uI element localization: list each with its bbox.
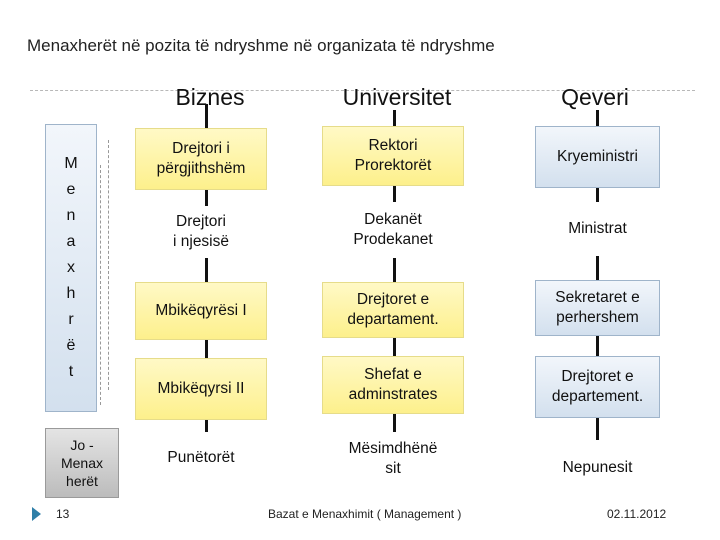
qeveri-level-3: Sekretaret e perhershem — [535, 280, 660, 336]
managers-letter: r — [68, 311, 74, 328]
connector-line — [596, 336, 599, 356]
decorative-dash — [100, 165, 101, 405]
biznes-level-5: Punëtorët — [135, 432, 267, 484]
header-divider — [30, 90, 695, 91]
column-header-biznes: Biznes — [175, 84, 245, 110]
managers-letter: t — [68, 363, 74, 380]
footer-course-title: Bazat e Menaxhimit ( Management ) — [268, 507, 462, 521]
connector-line — [205, 420, 208, 442]
column-header-qeveri: Qeveri — [561, 84, 629, 110]
qeveri-level-2: Ministrat — [535, 202, 660, 256]
universitet-level-3: Drejtoret e departament. — [322, 282, 464, 338]
biznes-level-2: Drejtori i njesisë — [135, 206, 267, 258]
managers-box: M e n a x h r ë t — [45, 124, 97, 412]
connector-line — [205, 104, 208, 130]
connector-line — [596, 256, 599, 280]
connector-line — [205, 340, 208, 358]
universitet-level-2: Dekanët Prodekanet — [322, 202, 464, 258]
page-number: 13 — [56, 507, 70, 521]
decorative-dash — [108, 140, 109, 390]
connector-line — [205, 190, 208, 206]
qeveri-level-5: Nepunesit — [535, 440, 660, 496]
qeveri-level-1: Kryeministri — [535, 126, 660, 188]
biznes-level-3: Mbikëqyrësi I — [135, 282, 267, 340]
connector-line — [393, 110, 396, 128]
slide-title: Menaxherët në pozita të ndryshme në orga… — [27, 36, 495, 55]
biznes-level-4: Mbikëqyrsi II — [135, 358, 267, 420]
universitet-level-5: Mësimdhënë sit — [322, 432, 464, 486]
connector-line — [393, 414, 396, 436]
connector-line — [596, 418, 599, 440]
managers-letter: M — [64, 155, 78, 172]
connector-line — [596, 110, 599, 126]
connector-line — [205, 257, 208, 285]
managers-letter: x — [67, 259, 75, 276]
column-header-universitet: Universitet — [342, 84, 452, 110]
non-managers-box: Jo - Menax herët — [45, 428, 119, 498]
universitet-level-4: Shefat e adminstrates — [322, 356, 464, 414]
footer-date: 02.11.2012 — [607, 507, 667, 521]
connector-line — [393, 186, 396, 202]
managers-letter: a — [66, 233, 76, 250]
universitet-level-1: Rektori Prorektorët — [322, 126, 464, 186]
connector-line — [596, 188, 599, 202]
managers-letter: h — [66, 285, 76, 302]
arrow-bullet-icon — [32, 507, 41, 521]
biznes-level-1: Drejtori i përgjithshëm — [135, 128, 267, 190]
connector-line — [393, 338, 396, 356]
managers-letter: ë — [66, 337, 76, 354]
managers-letter: n — [66, 207, 76, 224]
connector-line — [393, 258, 396, 282]
managers-letter: e — [66, 181, 76, 198]
qeveri-level-4: Drejtoret e departement. — [535, 356, 660, 418]
